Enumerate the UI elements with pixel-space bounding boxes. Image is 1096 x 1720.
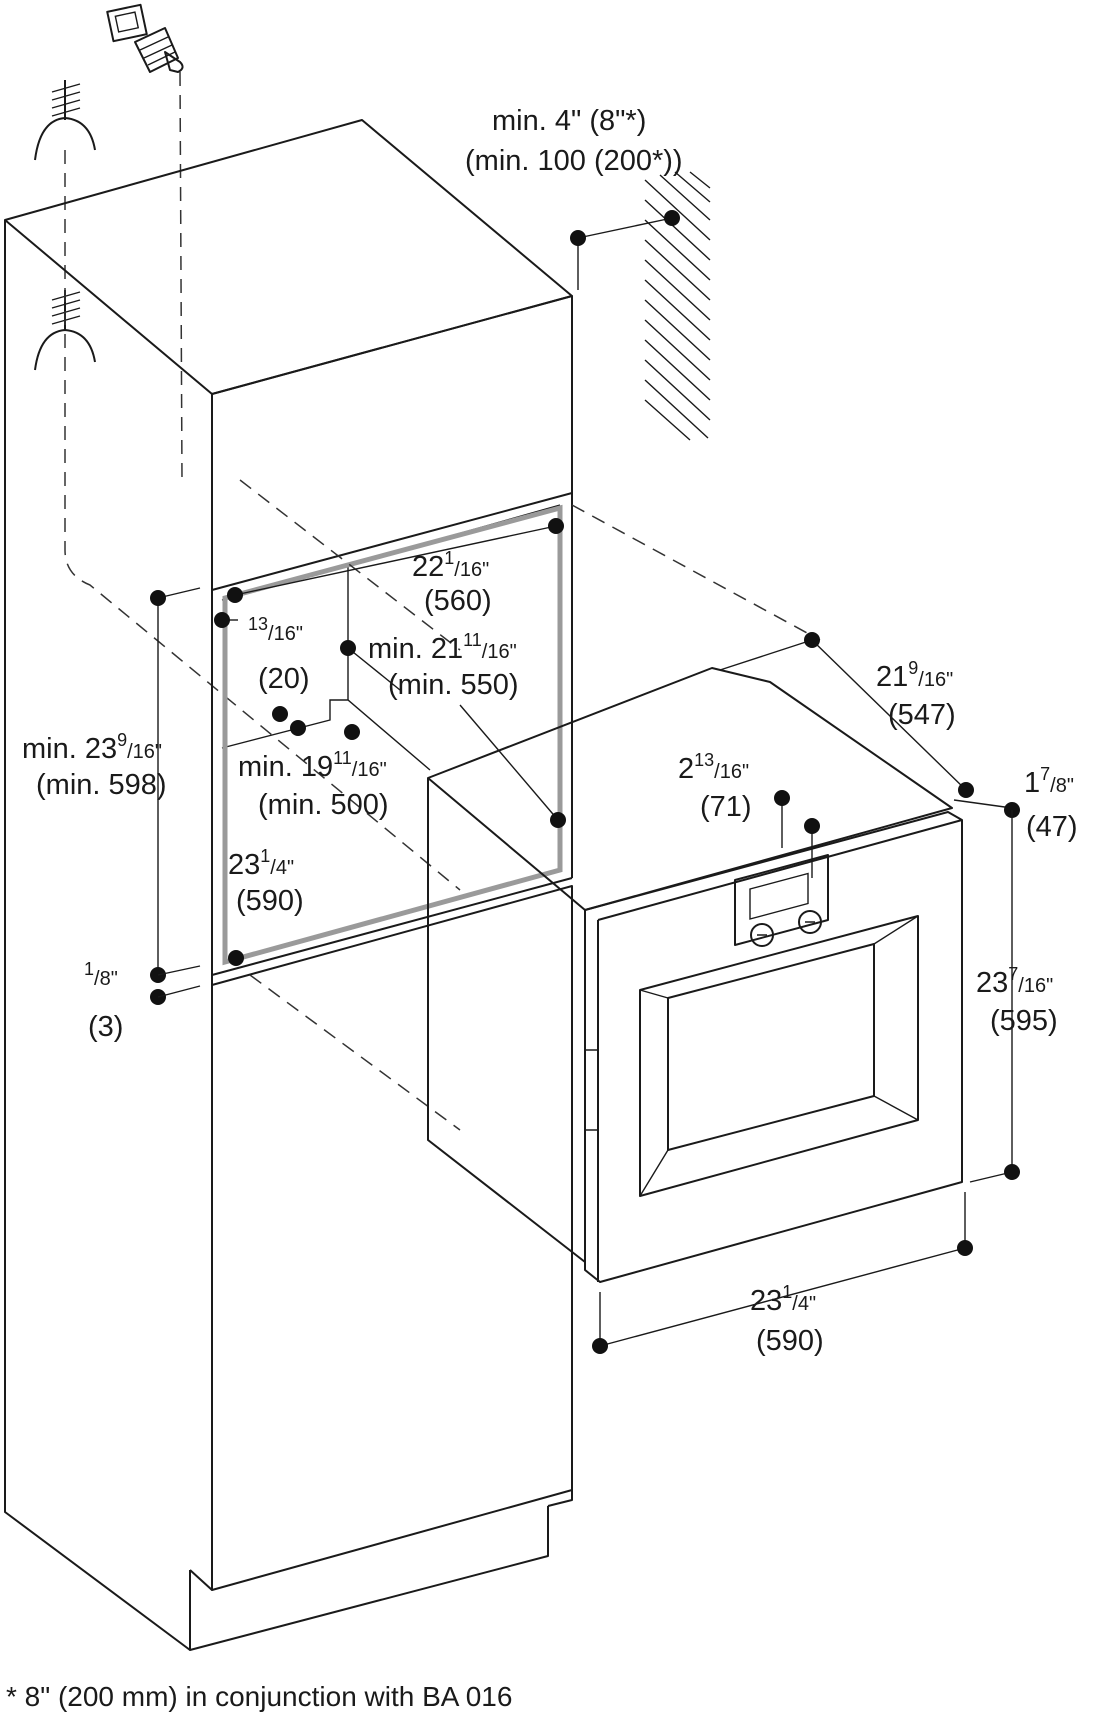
- svg-text:13/16": 13/16": [248, 614, 303, 645]
- svg-text:min. 4" (8"*): min. 4" (8"*): [492, 105, 646, 137]
- wall-hatch-icon: [644, 171, 711, 441]
- dimension-lines: [150, 210, 1020, 1354]
- svg-text:min. 239/16": min. 239/16": [22, 730, 162, 765]
- svg-text:(595): (595): [990, 1005, 1058, 1037]
- label-oven-height: 237/16" (595): [976, 964, 1058, 1037]
- oven-appliance: [427, 667, 963, 1283]
- svg-text:(47): (47): [1026, 811, 1078, 843]
- svg-text:213/16": 213/16": [678, 750, 749, 785]
- svg-text:(min. 550): (min. 550): [388, 669, 519, 701]
- svg-text:(3): (3): [88, 1011, 123, 1043]
- svg-text:231/4": 231/4": [750, 1282, 816, 1317]
- svg-text:221/16": 221/16": [412, 548, 489, 583]
- label-niche-width: 221/16" (560): [412, 548, 492, 617]
- label-oven-width: 231/4" (590): [750, 1282, 824, 1357]
- svg-text:(min. 598): (min. 598): [36, 769, 167, 801]
- label-control-panel-depth: 213/16" (71): [678, 750, 752, 823]
- svg-text:min. 2111/16": min. 2111/16": [368, 630, 517, 665]
- svg-text:(547): (547): [888, 699, 956, 731]
- svg-text:231/4": 231/4": [228, 846, 294, 881]
- tall-cabinet: [4, 119, 821, 1651]
- network-socket-icon: [106, 3, 148, 43]
- svg-text:(590): (590): [756, 1325, 824, 1357]
- svg-text:17/8": 17/8": [1024, 764, 1074, 799]
- label-niche-height: min. 239/16" (min. 598): [22, 730, 167, 801]
- svg-text:min. 1911/16": min. 1911/16": [238, 748, 387, 783]
- svg-text:(20): (20): [258, 663, 310, 695]
- label-gap: 1/8" (3): [84, 959, 123, 1043]
- svg-text:(560): (560): [424, 585, 492, 617]
- antenna-icon: [34, 80, 96, 161]
- label-top-clearance: min. 4" (8"*) (min. 100 (200*)): [465, 105, 683, 177]
- label-oven-depth: 219/16" (547): [876, 658, 956, 731]
- svg-text:(min. 500): (min. 500): [258, 789, 389, 821]
- label-front-setback: 13/16" (20): [248, 614, 310, 695]
- svg-text:1/8": 1/8": [84, 959, 118, 990]
- svg-text:(min. 100 (200*)): (min. 100 (200*)): [465, 145, 683, 177]
- label-front-panel-depth: 17/8" (47): [1024, 764, 1078, 843]
- label-niche-inner-height: 231/4" (590): [228, 846, 304, 917]
- svg-text:219/16": 219/16": [876, 658, 953, 693]
- ethernet-plug-icon: [134, 27, 184, 73]
- svg-text:(590): (590): [236, 885, 304, 917]
- svg-text:(71): (71): [700, 791, 752, 823]
- svg-text:237/16": 237/16": [976, 964, 1053, 999]
- label-floor-depth: min. 1911/16" (min. 500): [238, 748, 389, 821]
- label-niche-depth: min. 2111/16" (min. 550): [368, 630, 519, 701]
- footnote: * 8" (200 mm) in conjunction with BA 016: [6, 1681, 512, 1712]
